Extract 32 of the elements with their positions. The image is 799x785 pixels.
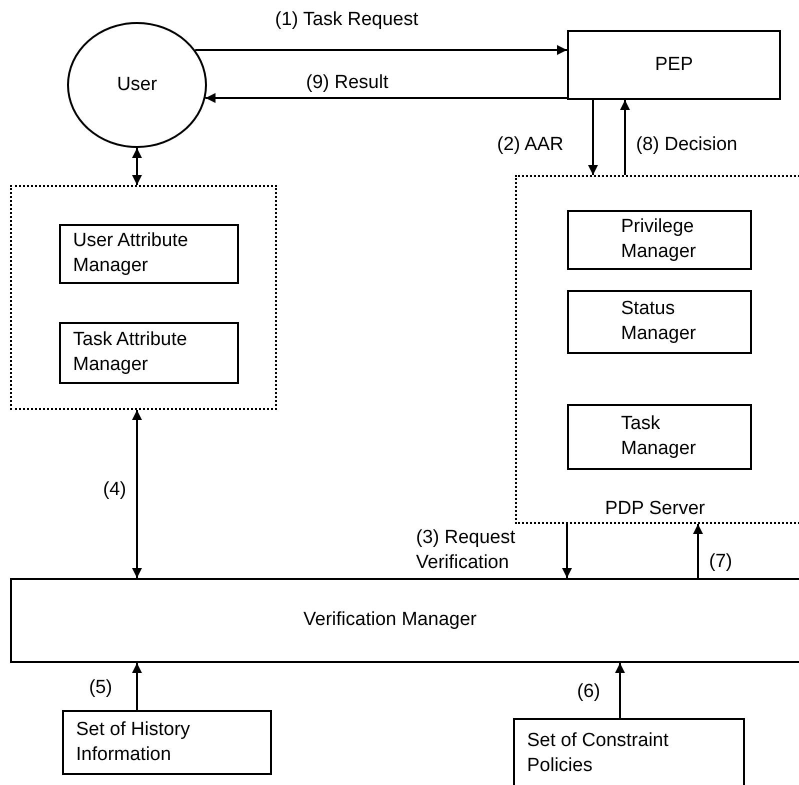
- node-label: User Attribute Manager: [73, 229, 190, 278]
- node-label: PEP: [654, 52, 694, 77]
- component-box: [567, 30, 781, 100]
- arrow: [132, 410, 142, 578]
- arrow: [620, 100, 630, 175]
- server-box: [515, 175, 799, 524]
- node-label: Privilege Manager: [621, 215, 697, 264]
- arrow: [693, 524, 703, 578]
- arrow: [615, 663, 625, 718]
- arrow: [588, 100, 598, 175]
- component-box: [59, 224, 239, 284]
- group-box: [10, 185, 277, 410]
- node-label: Set of Constraint Policies: [527, 729, 670, 778]
- component-box: [513, 718, 745, 785]
- component-box: [10, 578, 799, 663]
- component-box: [59, 322, 239, 384]
- component-box: [567, 210, 752, 270]
- node-label: User: [116, 72, 158, 97]
- arrow: [206, 93, 567, 103]
- component-box: [62, 710, 272, 775]
- arrow: [195, 45, 567, 55]
- arrow: [132, 148, 142, 185]
- node-label: Verification Manager: [303, 608, 477, 632]
- node-label: PDP Server: [605, 497, 705, 522]
- arrow: [132, 663, 142, 710]
- node-label: Task Attribute Manager: [73, 328, 188, 377]
- node-label: Task Manager: [621, 412, 697, 461]
- arrow: [562, 524, 572, 578]
- node-label: Set of History Information: [76, 718, 192, 766]
- node-label: Status Manager: [621, 297, 697, 346]
- component-box: [567, 290, 752, 354]
- component-box: [567, 404, 752, 470]
